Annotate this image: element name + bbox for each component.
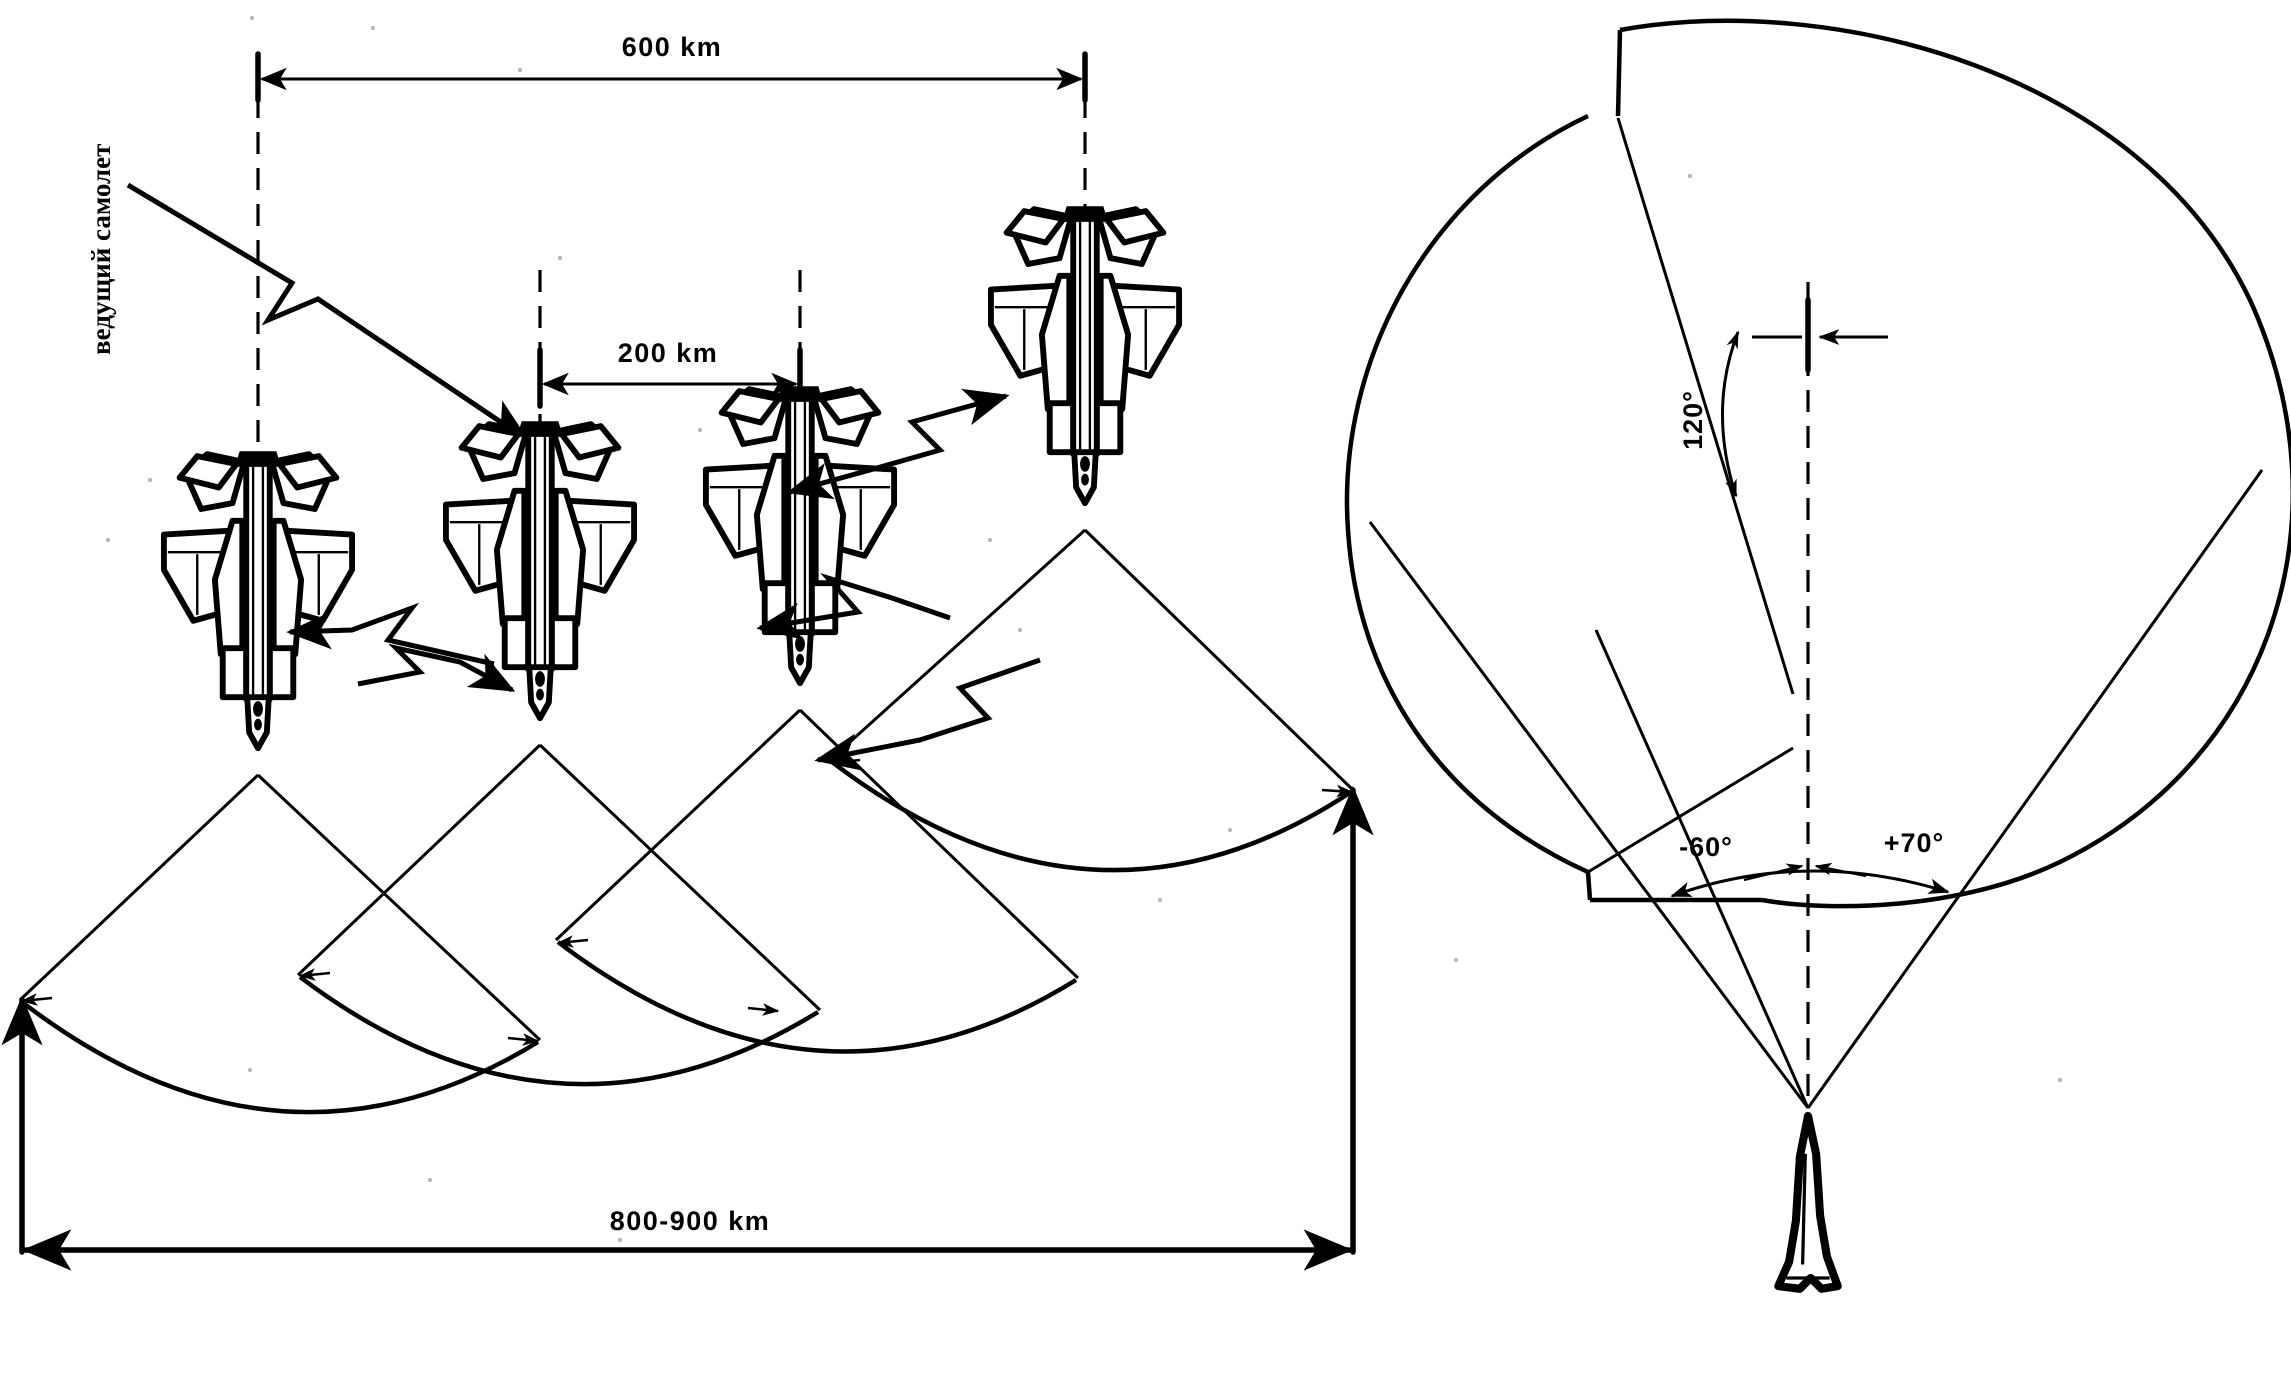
lead-aircraft-callout-label: ведущий самолет [86, 144, 116, 355]
cone-edge-left [1368, 521, 1810, 1109]
elevation-arc-inner-right [1814, 862, 1867, 878]
dimension-200km: 200 km [537, 338, 803, 409]
elevation-annotation: -60° +70° [1670, 828, 1950, 898]
lead-aircraft-callout: ведущий самолет [86, 144, 530, 442]
radar-sector-1 [18, 773, 542, 1115]
lead-aircraft-callout-pointer [126, 182, 530, 442]
dimension-600km-label: 600 km [622, 32, 723, 62]
dimension-800-900km: 800-900 km [1, 785, 1374, 1271]
elevation-arc [1670, 869, 1950, 898]
dimension-600km: 600 km [255, 32, 1088, 103]
cone-edge-inner-left [1594, 629, 1810, 1109]
dimension-200km-label: 200 km [618, 338, 719, 368]
elevation-negative-label: -60° [1679, 832, 1733, 862]
datalink-2-3 [756, 572, 1041, 771]
azimuth-120-label: 120° [1678, 390, 1708, 450]
cone-edge-right [1806, 469, 2264, 1109]
elevation-arc-inner-left [1743, 863, 1804, 882]
dimension-800-900km-label: 800-900 km [610, 1206, 771, 1236]
datalink-3-4 [786, 388, 1010, 500]
datalink-1-2 [286, 602, 516, 693]
radar-coverage-sectors [18, 528, 1355, 1115]
radar-sector-4 [828, 528, 1355, 873]
formation-coverage-panel: 600 km 200 km ведущий самолет [1, 32, 1374, 1271]
scan-cone [1368, 469, 2264, 1109]
paper-specks [106, 16, 2062, 1242]
azimuth-120-arc [1721, 330, 1740, 498]
scan-volume-panel: 120° -60° +70° [1344, 18, 2291, 1289]
azimuth-120-annotation: 120° [1678, 297, 1888, 498]
elevation-positive-label: +70° [1884, 828, 1945, 858]
radar-sector-2 [296, 743, 822, 1087]
